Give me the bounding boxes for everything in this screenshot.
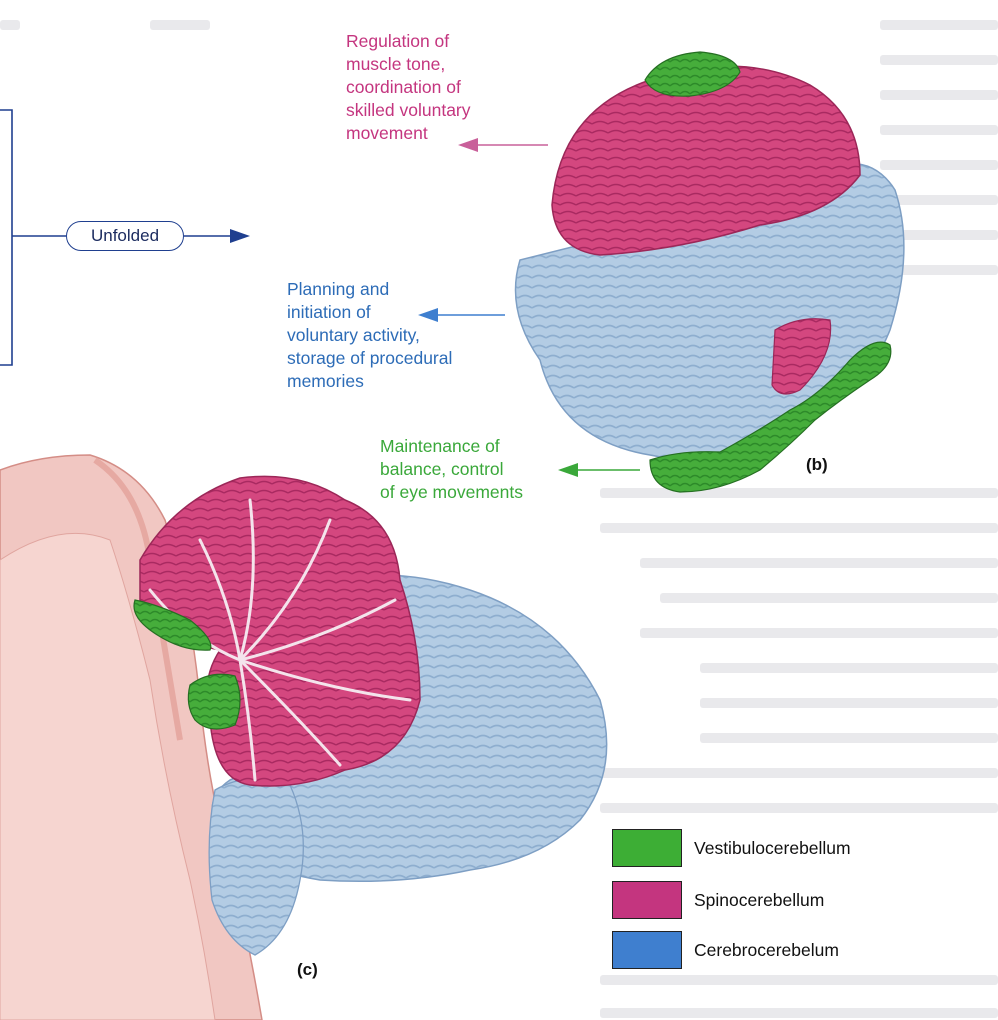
- legend-item-cerebrocerebellum: Cerebrocerebelum: [612, 930, 839, 970]
- cerebellum-b: [514, 51, 905, 493]
- panel-label-b: (b): [806, 455, 828, 474]
- legend-swatch-vestibulocerebellum: [612, 829, 682, 867]
- vestibulo-bottom-b: [649, 341, 892, 493]
- spino-strip-b: [771, 318, 832, 395]
- legend-label-vestibulocerebellum: Vestibulocerebellum: [694, 837, 851, 858]
- spinocerebellum-function-label: Regulation of muscle tone, coordination …: [346, 31, 471, 143]
- unfolded-arrow-head: [230, 229, 250, 243]
- cerebrocerebellum-function-label: Planning and initiation of voluntary act…: [287, 279, 453, 391]
- panel-label-c: (c): [297, 960, 318, 979]
- unfolded-pill: Unfolded: [66, 221, 184, 251]
- vestibulocerebellum-function-label: Maintenance of balance, control of eye m…: [380, 436, 523, 502]
- vestibulo-nodulus-c: [187, 673, 241, 730]
- brainstem-inner: [0, 532, 216, 1020]
- bracket-line: [0, 109, 13, 366]
- legend-label-spinocerebellum: Spinocerebellum: [694, 889, 825, 910]
- vestibulo-arrow-head: [558, 463, 578, 477]
- legend-swatch-spinocerebellum: [612, 881, 682, 919]
- legend-item-vestibulocerebellum: Vestibulocerebellum: [612, 828, 851, 868]
- vestibulo-left-c: [133, 599, 212, 651]
- vestibulo-top-b: [644, 51, 741, 97]
- spino-arrow-head: [458, 138, 478, 152]
- legend-item-spinocerebellum: Spinocerebellum: [612, 880, 824, 920]
- legend-swatch-cerebrocerebellum: [612, 931, 682, 969]
- cerebellum-c: [133, 475, 608, 956]
- brainstem-c: [0, 454, 263, 1020]
- spino-region-b: [551, 65, 861, 256]
- cerebro-arrow-head: [418, 308, 438, 322]
- legend-label-cerebrocerebellum: Cerebrocerebelum: [694, 939, 839, 960]
